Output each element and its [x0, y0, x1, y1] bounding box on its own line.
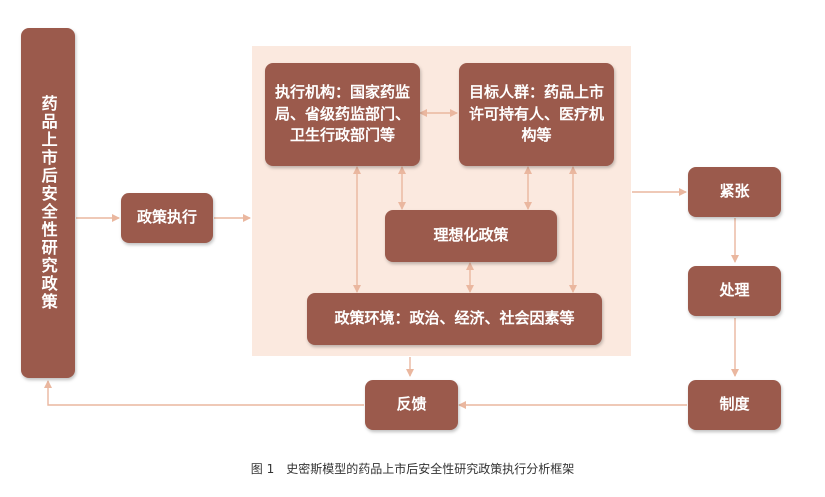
figure-caption: 图 1 史密斯模型的药品上市后安全性研究政策执行分析框架: [250, 462, 575, 476]
arrow-feedback-to-main: [44, 380, 364, 406]
implementation-box: 政策执行: [121, 193, 213, 243]
tension-box: 紧张: [688, 167, 781, 217]
idealized-policy-box: 理想化政策: [385, 210, 557, 262]
executing-agency-box: 执行机构：国家药监局、省级药监部门、卫生行政部门等: [265, 63, 420, 166]
policy-environment-box: 政策环境：政治、经济、社会因素等: [307, 293, 602, 345]
institution-box: 制度: [688, 380, 781, 430]
target-group-box: 目标人群：药品上市许可持有人、医疗机构等: [459, 63, 614, 166]
main-policy-box: 药品上市后安全性研究政策: [21, 28, 75, 378]
feedback-box: 反馈: [365, 380, 458, 430]
handling-box: 处理: [688, 266, 781, 316]
